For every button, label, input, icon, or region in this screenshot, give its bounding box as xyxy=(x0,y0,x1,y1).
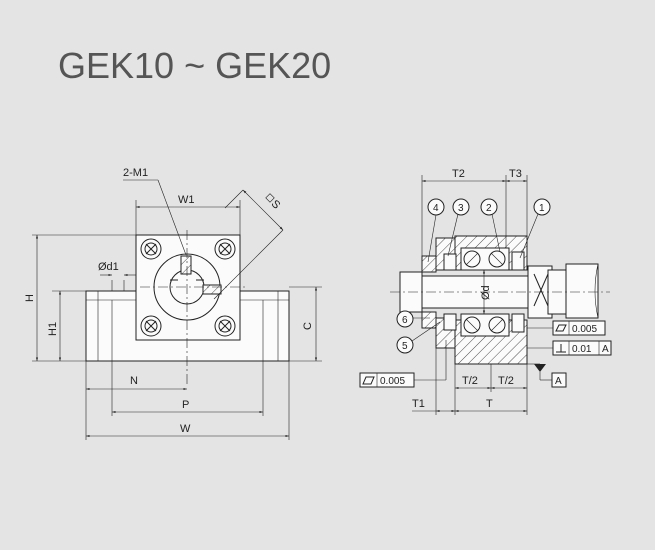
corner-bolt-top-left xyxy=(140,238,162,260)
perpendicularity-value: 0.01 xyxy=(572,344,592,355)
front-view: 2-M1 W1 S Ød1 H H1 C xyxy=(24,167,322,440)
w-label: W xyxy=(180,423,191,435)
balloon-5: 5 xyxy=(396,321,441,354)
corner-bolt-bottom-left xyxy=(140,315,162,337)
svg-text:3: 3 xyxy=(458,203,464,214)
d1-label: Ød1 xyxy=(98,261,119,273)
section-view: Ød T2 T3 T/2 T/2 T1 T 1 2 xyxy=(359,168,612,415)
t2-label: T2 xyxy=(452,168,465,180)
perpendicularity-datum: A xyxy=(602,344,609,355)
bearing-upper xyxy=(460,247,510,271)
t3-label: T3 xyxy=(509,168,522,180)
w1-label: W1 xyxy=(178,194,195,206)
corner-bolt-bottom-right xyxy=(214,315,236,337)
datum-label: A xyxy=(555,376,562,387)
thread-label: 2-M1 xyxy=(123,167,148,179)
h1-label: H1 xyxy=(47,322,59,336)
flatness-value-left: 0.005 xyxy=(380,376,405,387)
n-label: N xyxy=(130,375,138,387)
bearing-lower xyxy=(460,313,510,337)
svg-text:4: 4 xyxy=(433,203,439,214)
balloon-2: 2 xyxy=(480,198,501,253)
balloon-6: 6 xyxy=(396,310,430,328)
perpendicularity-frame: 0.01 A xyxy=(527,340,612,356)
flatness-value-right: 0.005 xyxy=(572,324,597,335)
datum-a: A xyxy=(527,363,567,388)
t-half-label-1: T/2 xyxy=(462,375,478,387)
svg-text:6: 6 xyxy=(402,315,408,326)
svg-text:1: 1 xyxy=(539,203,545,214)
balloon-1: 1 xyxy=(519,198,551,259)
c-label: C xyxy=(302,322,314,330)
page-title: GEK10 ~ GEK20 xyxy=(58,45,331,86)
corner-bolt-top-right xyxy=(214,238,236,260)
t1-label: T1 xyxy=(412,398,425,410)
t-half-label-2: T/2 xyxy=(498,375,514,387)
balloon-4: 4 xyxy=(427,198,445,263)
h-label: H xyxy=(24,294,36,302)
svg-text:5: 5 xyxy=(402,341,408,352)
flatness-frame-right: 0.005 xyxy=(527,320,606,336)
d-label: Ød xyxy=(480,285,492,300)
balloon-3: 3 xyxy=(447,198,470,257)
t-label: T xyxy=(486,398,493,410)
s-label: S xyxy=(269,198,283,212)
p-label: P xyxy=(182,399,189,411)
svg-text:2: 2 xyxy=(486,203,492,214)
flatness-frame-left: 0.005 xyxy=(359,340,447,388)
